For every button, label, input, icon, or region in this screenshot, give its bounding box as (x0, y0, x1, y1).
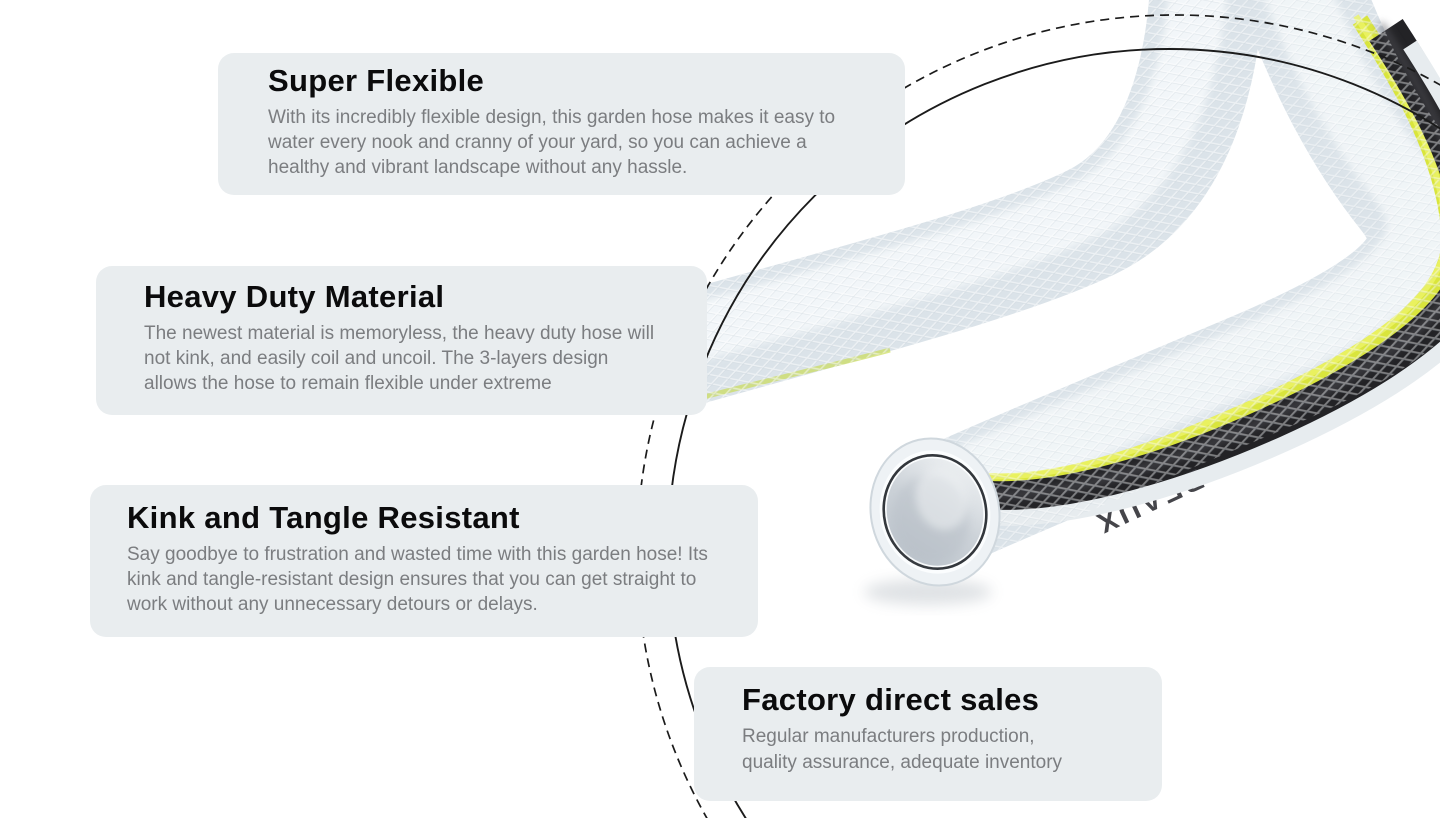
card-body: The newest material is memoryless, the h… (144, 323, 655, 394)
hose-cut-end (869, 437, 1001, 587)
hose-shadow (864, 579, 992, 605)
card-title: Super Flexible (268, 63, 485, 98)
card-body: Regular manufacturers production, qualit… (742, 726, 1063, 773)
hose-ascending-segment (674, 0, 1264, 403)
card-body: With its incredibly flexible design, thi… (268, 107, 836, 178)
card-body: Say goodbye to frustration and wasted ti… (127, 544, 708, 615)
feature-card-super-flexible: Super Flexible With its incredibly flexi… (218, 53, 905, 195)
card-title: Heavy Duty Material (144, 279, 445, 314)
feature-card-factory-direct-sales: Factory direct sales Regular manufacture… (694, 667, 1162, 801)
dashed-circle-decoration (636, 14, 1440, 818)
card-title: Factory direct sales (742, 682, 1040, 717)
feature-card-heavy-duty-material: Heavy Duty Material The newest material … (96, 266, 707, 415)
card-title: Kink and Tangle Resistant (127, 500, 520, 535)
feature-card-kink-tangle-resistant: Kink and Tangle Resistant Say goodbye to… (90, 485, 758, 637)
